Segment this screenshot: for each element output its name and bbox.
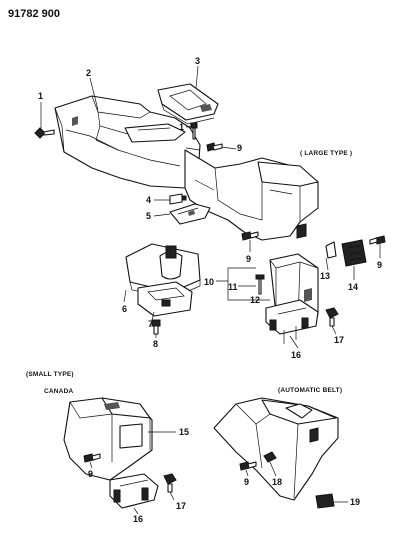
callout-16b: 16 <box>133 514 143 524</box>
screw-9d <box>83 453 101 463</box>
screw-1a <box>34 127 55 139</box>
switch-19 <box>315 493 335 509</box>
section-large-type: ( LARGE TYPE ) <box>300 150 352 157</box>
screw-9c <box>369 235 386 245</box>
bolt-17b <box>163 473 177 493</box>
leader-lines <box>40 65 381 515</box>
section-canada: CANADA <box>44 388 73 395</box>
clip-13 <box>325 241 337 259</box>
callout-9a: 9 <box>237 143 242 153</box>
callout-16a: 16 <box>291 350 301 360</box>
callout-7: 7 <box>148 319 153 329</box>
callout-1a: 1 <box>38 91 43 101</box>
screw-8 <box>151 319 161 335</box>
callout-6: 6 <box>122 304 127 314</box>
bracket-5 <box>169 203 211 225</box>
callout-19: 19 <box>350 497 360 507</box>
callout-17b: 17 <box>176 501 186 511</box>
callout-9b: 9 <box>246 254 251 264</box>
callout-14: 14 <box>348 282 358 292</box>
screw-9e <box>239 461 257 471</box>
callout-1b: 1 <box>179 122 184 132</box>
callout-13: 13 <box>320 271 330 281</box>
document-id: 91782 900 <box>8 8 60 20</box>
armrest-pad <box>157 83 219 125</box>
mount-bracket-16b <box>109 473 159 509</box>
callout-17a: 17 <box>334 335 344 345</box>
section-automatic-belt: (AUTOMATIC BELT) <box>278 387 342 394</box>
callout-8: 8 <box>153 339 158 349</box>
screw-11 <box>255 274 265 295</box>
callout-15: 15 <box>179 427 189 437</box>
mount-bracket-16a <box>265 299 319 344</box>
screw-1b <box>190 122 198 140</box>
callout-4: 4 <box>146 195 151 205</box>
small-console-canada <box>63 397 153 481</box>
callout-9e: 9 <box>244 477 249 487</box>
auto-belt-console <box>213 397 339 501</box>
floor-console-rear <box>184 149 319 241</box>
callout-9c: 9 <box>377 260 382 270</box>
bolt-17a <box>325 307 339 327</box>
switch-14 <box>341 239 367 267</box>
callout-18: 18 <box>272 477 282 487</box>
callout-2: 2 <box>86 68 91 78</box>
section-small-type: (SMALL TYPE) <box>26 371 74 378</box>
callout-11: 11 <box>228 282 238 292</box>
shift-boot <box>125 243 201 299</box>
screw-9b <box>241 231 259 241</box>
screw-9a <box>206 142 223 152</box>
callout-12: 12 <box>250 295 260 305</box>
floor-console-front <box>54 95 201 189</box>
boot-retainer-7 <box>137 281 193 317</box>
callout-3: 3 <box>195 56 200 66</box>
callout-5: 5 <box>146 211 151 221</box>
fastener-18 <box>263 451 277 463</box>
clip-4 <box>169 193 187 205</box>
callout-9d: 9 <box>88 469 93 479</box>
callout-10: 10 <box>204 277 214 287</box>
